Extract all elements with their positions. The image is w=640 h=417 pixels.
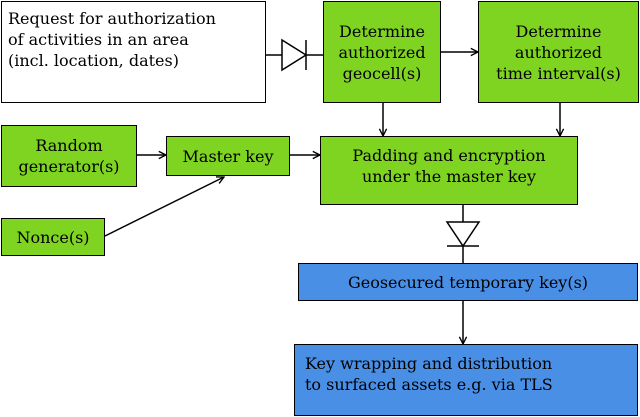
node-nonce-line: Nonce(s): [16, 227, 90, 247]
node-master-key-line: Master key: [182, 146, 274, 166]
node-request-line: of activities in an area: [8, 30, 189, 49]
node-geocell-line: authorized: [338, 42, 426, 62]
node-key-wrapping-line: Key wrapping and distribution: [305, 354, 553, 373]
node-time-interval: Determine authorized time interval(s): [478, 1, 639, 103]
node-request: Request for authorization of activities …: [1, 1, 266, 103]
node-padding-line: under the master key: [361, 167, 537, 186]
node-request-line: Request for authorization: [8, 9, 216, 28]
node-padding: Padding and encryption under the master …: [320, 136, 578, 205]
node-nonce: Nonce(s): [1, 218, 105, 256]
node-temp-key-line: Geosecured temporary key(s): [347, 272, 589, 292]
node-random-generator-line: generator(s): [18, 157, 120, 176]
node-random-generator: Random generator(s): [1, 125, 137, 187]
node-temp-key: Geosecured temporary key(s): [298, 263, 638, 301]
node-key-wrapping-line: to surfaced assets e.g. via TLS: [305, 375, 553, 394]
node-random-generator-line: Random: [35, 136, 103, 155]
node-geocell-line: geocell(s): [342, 63, 422, 83]
node-time-interval-line: authorized: [514, 42, 603, 62]
edge-nonce-to-masterkey: [104, 177, 224, 237]
node-padding-line: Padding and encryption: [352, 146, 546, 165]
diode-icon: [445, 221, 481, 248]
node-request-line: (incl. location, dates): [8, 51, 179, 70]
node-master-key: Master key: [166, 136, 290, 176]
node-time-interval-line: time interval(s): [496, 63, 621, 83]
node-geocell: Determine authorized geocell(s): [323, 1, 441, 103]
node-key-wrapping: Key wrapping and distribution to surface…: [294, 344, 638, 416]
node-time-interval-line: Determine: [515, 21, 602, 41]
node-geocell-line: Determine: [339, 21, 425, 41]
diode-icon: [281, 38, 308, 72]
